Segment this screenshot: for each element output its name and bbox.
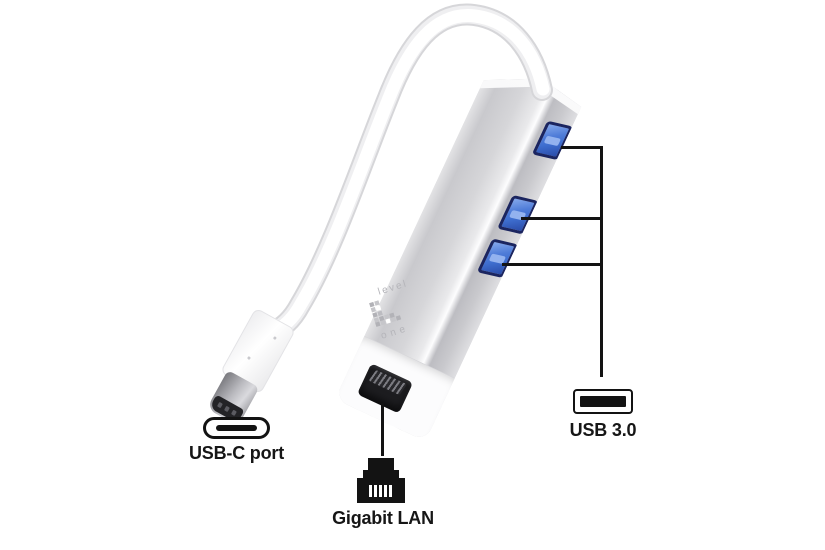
callout-line-port1 [561,146,603,149]
rj45-icon-pin [384,485,387,497]
plug-pin [216,401,223,409]
usb-a-icon-bar [580,396,626,407]
rj45-icon-pin [379,485,382,497]
usb-c-icon-bar [216,425,257,431]
rj45-icon [357,458,405,503]
rj45-icon-pin [374,485,377,497]
plug-pin [230,409,237,416]
callout-line-lan [381,403,384,456]
rj45-port [357,363,413,413]
gigabit-lan-label: Gigabit LAN [332,508,434,528]
hub-body [335,57,585,442]
usb3-port-2 [497,195,539,235]
usb3-port-3 [477,239,519,279]
hub-end-cap [335,336,455,442]
usb3-label: USB 3.0 [569,420,637,440]
rj45-contacts [369,370,407,395]
levelone-logo-mark [369,300,402,328]
usb3-port-1 [532,121,574,161]
rj45-icon-pin [369,485,372,497]
housing-mark [272,336,277,341]
callout-line-port3 [502,263,603,266]
usb-a-icon [573,389,633,414]
usb-c-icon [203,417,270,439]
usb-port-tongue [544,136,561,146]
plug-pin [223,405,230,413]
callout-line-port2 [521,217,603,220]
callout-line-vertical [600,146,603,377]
usb-c-label: USB-C port [189,443,284,463]
rj45-icon-pin [389,485,392,497]
housing-mark [246,355,252,361]
